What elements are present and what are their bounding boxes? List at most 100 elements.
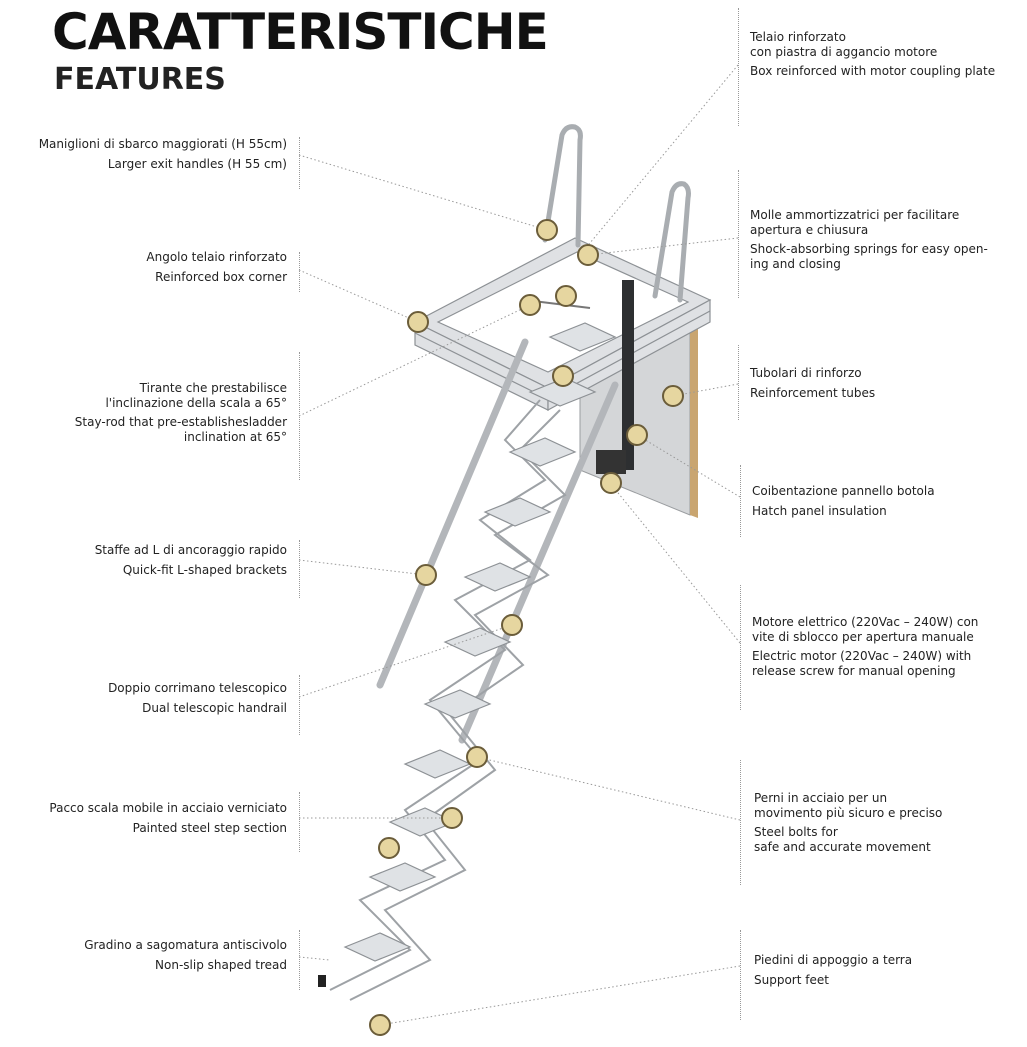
- callout-marker: [577, 244, 599, 266]
- callout-marker: [466, 746, 488, 768]
- leader-line: [579, 64, 739, 256]
- leader-7: [299, 930, 300, 990]
- tread: [423, 689, 492, 719]
- feature-it: Molle ammortizzatrici per facilitare ape…: [750, 208, 960, 237]
- feature-label: Piedini di appoggio a terra Support feet: [754, 953, 912, 987]
- tread: [528, 377, 597, 407]
- feature-label: Pacco scala mobile in acciaio verniciato…: [49, 801, 287, 835]
- tread: [343, 932, 412, 962]
- feature-it: Tirante che prestabilisce l'inclinazione…: [105, 381, 287, 410]
- feature-label: Motore elettrico (220Vac – 240W) con vit…: [752, 615, 978, 678]
- feature-en: Hatch panel insulation: [752, 503, 887, 518]
- feature-it: Telaio rinforzato con piastra di agganci…: [750, 30, 938, 59]
- feature-en: Quick-fit L-shaped brackets: [122, 562, 287, 577]
- feature-en: Stay-rod that pre-establishesladder incl…: [74, 415, 287, 444]
- leader-line: [672, 383, 739, 397]
- leader-r4: [740, 465, 741, 537]
- leader-line: [636, 434, 741, 498]
- leader-5: [299, 675, 300, 735]
- leader-line: [298, 269, 419, 323]
- tread: [463, 562, 532, 592]
- feature-label: Maniglioni di sbarco maggiorati (H 55cm)…: [39, 137, 287, 171]
- feature-it: Piedini di appoggio a terra: [754, 953, 913, 967]
- feature-label: Gradino a sagomatura antiscivolo Non-sli…: [84, 938, 287, 972]
- callout-marker: [626, 424, 648, 446]
- feature-label: Coibentazione pannello botola Hatch pane…: [752, 484, 935, 518]
- feature-label: Tubolari di rinforzo Reinforcement tubes: [750, 366, 875, 400]
- callout-marker: [378, 837, 400, 859]
- leader-line: [298, 624, 513, 698]
- tread: [443, 627, 512, 657]
- feature-it: Maniglioni di sbarco maggiorati (H 55cm): [38, 137, 287, 151]
- feature-label: Doppio corrimano telescopico Dual telesc…: [108, 681, 287, 715]
- tread: [483, 497, 552, 527]
- tread: [368, 862, 437, 892]
- scissor-frames: [329, 399, 567, 1001]
- leader-line: [298, 956, 331, 961]
- leader-line: [587, 237, 739, 256]
- tread: [548, 322, 617, 352]
- leader-line: [476, 756, 741, 821]
- feature-en: Electric motor (220Vac – 240W) with rele…: [752, 649, 972, 678]
- leader-1: [299, 137, 300, 189]
- leader-r5: [740, 585, 741, 710]
- feature-label: Staffe ad L di ancoraggio rapido Quick-f…: [95, 543, 287, 577]
- leader-2: [299, 252, 300, 292]
- page-subtitle: FEATURES: [54, 62, 226, 97]
- callout-marker: [441, 807, 463, 829]
- callout-marker: [600, 472, 622, 494]
- feature-en: Support feet: [754, 972, 829, 987]
- feature-it: Coibentazione pannello botola: [752, 484, 935, 498]
- callout-marker: [519, 294, 541, 316]
- leader-line: [298, 154, 548, 231]
- page-title: CARATTERISTICHE: [52, 3, 549, 61]
- feature-it: Perni in acciaio per un movimento più si…: [754, 791, 943, 820]
- feature-en: Non-slip shaped tread: [155, 957, 287, 972]
- leader-r1: [738, 8, 739, 126]
- feature-en: Box reinforced with motor coupling plate: [750, 64, 996, 78]
- leader-r7: [740, 930, 741, 1020]
- feature-en: Steel bolts for safe and accurate moveme…: [754, 825, 931, 854]
- leader-line: [298, 304, 531, 417]
- callout-marker: [662, 385, 684, 407]
- feature-it: Pacco scala mobile in acciaio verniciato: [49, 801, 287, 815]
- leader-6: [299, 792, 300, 852]
- motor: [596, 280, 634, 474]
- leader-4: [299, 540, 300, 598]
- feature-en: Reinforcement tubes: [750, 385, 876, 400]
- leader-r3: [738, 345, 739, 420]
- feature-label: Tirante che prestabilisce l'inclinazione…: [75, 381, 287, 444]
- tread: [508, 437, 577, 467]
- feature-en: Dual telescopic handrail: [142, 700, 287, 715]
- callout-marker: [552, 365, 574, 387]
- leader-r6: [740, 760, 741, 885]
- feature-it: Doppio corrimano telescopico: [108, 681, 287, 695]
- callout-marker: [536, 219, 558, 241]
- feature-en: Shock-absorbing springs for easy open- i…: [750, 242, 988, 271]
- callout-marker: [407, 311, 429, 333]
- feature-it: Gradino a sagomatura antiscivolo: [84, 938, 287, 952]
- treads: [343, 322, 617, 962]
- feature-it: Staffe ad L di ancoraggio rapido: [94, 543, 287, 557]
- feature-en: Reinforced box corner: [155, 269, 287, 284]
- feature-it: Angolo telaio rinforzato: [146, 250, 287, 264]
- feature-label: Molle ammortizzatrici per facilitare ape…: [750, 208, 988, 271]
- leader-r2: [738, 170, 739, 298]
- callout-marker: [415, 564, 437, 586]
- feature-en: Painted steel step section: [132, 820, 287, 835]
- callout-marker: [369, 1014, 391, 1036]
- exit-handles: [542, 124, 691, 303]
- leader-line: [298, 559, 427, 576]
- callout-marker: [501, 614, 523, 636]
- feature-label: Telaio rinforzato con piastra di agganci…: [750, 30, 995, 79]
- feature-en: Larger exit handles (H 55 cm): [107, 156, 287, 171]
- handrails: [376, 338, 619, 744]
- leader-line: [379, 965, 741, 1026]
- callout-marker: [555, 285, 577, 307]
- feature-label: Perni in acciaio per un movimento più si…: [754, 791, 942, 854]
- leader-line: [609, 482, 741, 644]
- feature-it: Motore elettrico (220Vac – 240W) con vit…: [752, 615, 979, 644]
- feature-it: Tubolari di rinforzo: [750, 366, 862, 380]
